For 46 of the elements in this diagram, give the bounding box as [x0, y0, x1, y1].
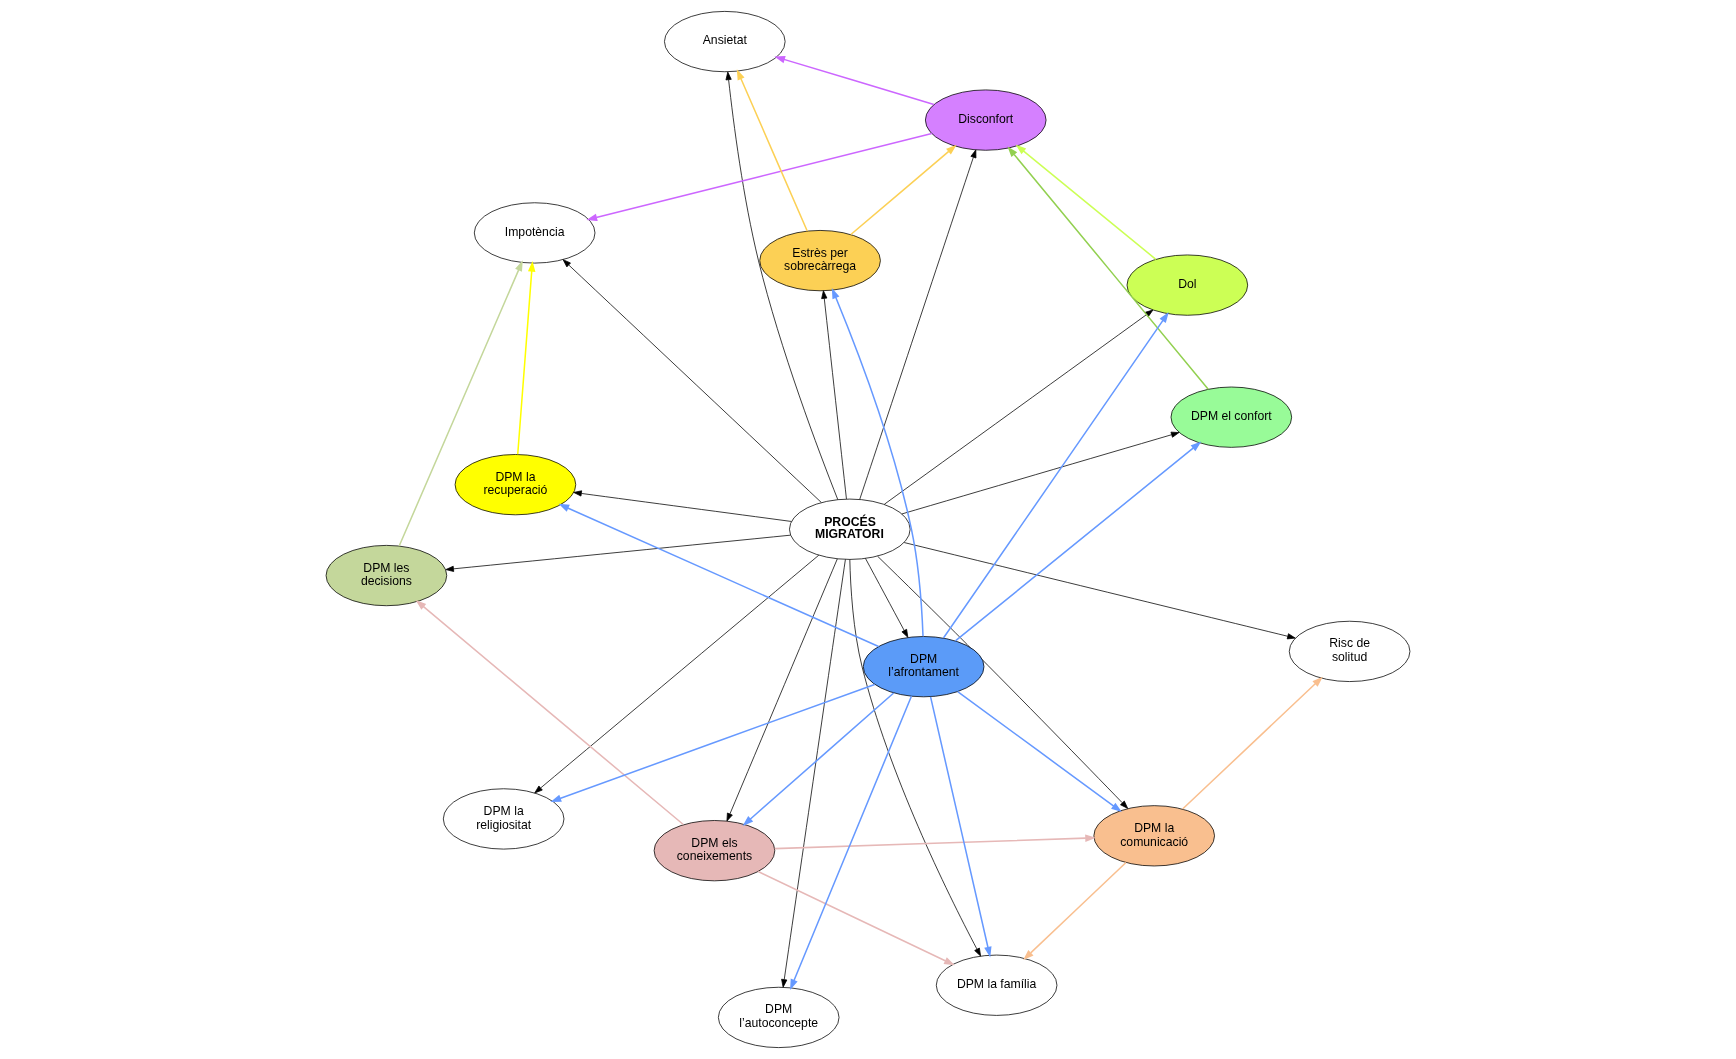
node-ellipse: DPM l’autoconcepte — [718, 986, 840, 1048]
node-ellipse: Estrès per sobrecàrrega — [759, 230, 881, 292]
arrow — [831, 288, 924, 637]
arrow — [850, 144, 957, 236]
arrow — [562, 259, 822, 503]
arrow — [790, 695, 913, 990]
arrow — [883, 309, 1154, 505]
node-ellipse: DPM la recuperació — [454, 454, 577, 516]
arrow — [821, 290, 847, 500]
node-ellipse: DPM la comunicació — [1093, 805, 1215, 867]
arrow — [445, 534, 791, 572]
arrow — [573, 490, 792, 522]
arrow — [586, 132, 933, 222]
arrow — [742, 692, 895, 826]
arrow — [550, 683, 876, 802]
arrow — [726, 558, 838, 822]
arrow — [773, 834, 1096, 850]
arrow — [1181, 676, 1323, 810]
node-ellipse: DPM l’afrontament — [862, 636, 985, 698]
arrow — [725, 71, 839, 500]
arrow — [774, 55, 935, 106]
arrow — [956, 690, 1122, 813]
node-ellipse: Disconfort — [925, 89, 1047, 151]
arrow — [1015, 144, 1157, 261]
arrow — [1023, 861, 1127, 961]
arrow — [903, 542, 1296, 640]
arrow — [859, 149, 977, 500]
arrow — [865, 558, 909, 638]
arrow — [954, 441, 1202, 642]
arrow — [849, 559, 981, 957]
arrow — [757, 870, 955, 966]
arrow — [781, 559, 846, 988]
arrow — [398, 260, 523, 547]
arrow — [1007, 146, 1209, 390]
arrow — [736, 69, 808, 232]
arrow — [516, 260, 536, 456]
arrow — [558, 503, 880, 648]
arrow — [901, 431, 1180, 515]
arrow — [929, 696, 992, 958]
arrow — [534, 554, 820, 794]
arrow — [877, 555, 1129, 809]
node-ellipse: PROCÉS MIGRATORI — [789, 498, 911, 560]
arrow — [415, 600, 685, 826]
arrow — [942, 311, 1169, 639]
node-ellipse: DPM els coneixements — [653, 820, 776, 882]
node-ellipse: DPM les decisions — [325, 545, 448, 607]
